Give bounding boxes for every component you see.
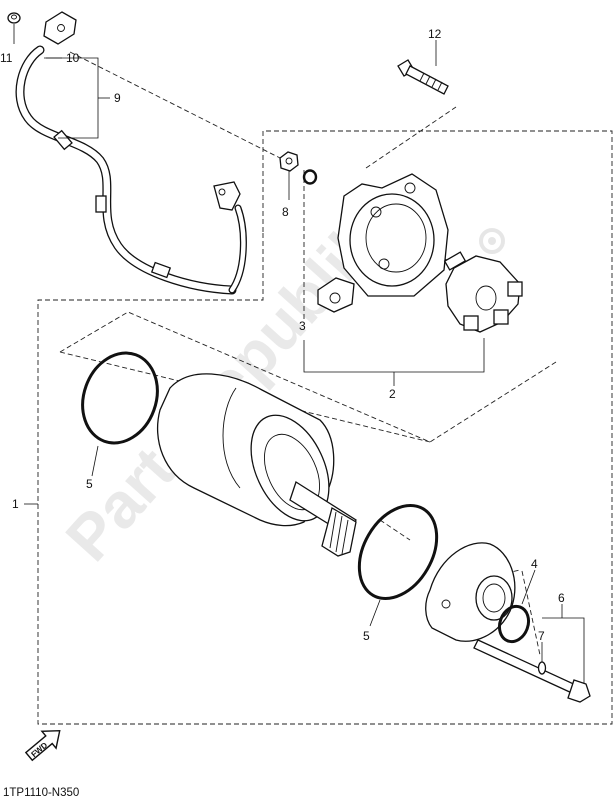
bolt-12 xyxy=(397,59,449,95)
leader-lines xyxy=(13,24,585,684)
callout-10: 10 xyxy=(66,51,80,65)
callout-8: 8 xyxy=(282,205,289,219)
long-bolt-6 xyxy=(473,639,591,703)
starter-cable xyxy=(15,11,247,295)
callout-5-upper: 5 xyxy=(86,477,93,491)
brush-holder-2 xyxy=(443,251,523,333)
callout-2: 2 xyxy=(389,387,396,401)
callout-5-lower: 5 xyxy=(363,629,370,643)
rear-cover xyxy=(317,173,449,313)
fwd-arrow-icon: FWD xyxy=(24,729,61,762)
callout-12: 12 xyxy=(428,27,442,41)
motor-body xyxy=(156,373,357,557)
assembly-outline xyxy=(37,130,613,725)
brush-holder-outline xyxy=(59,311,557,443)
o-ring-3 xyxy=(302,169,318,185)
o-ring-4 xyxy=(497,604,531,644)
nut-8 xyxy=(279,151,299,172)
callout-6: 6 xyxy=(558,591,565,605)
nut-11 xyxy=(7,12,21,24)
o-ring-5-upper xyxy=(81,351,159,445)
callout-3: 3 xyxy=(299,319,306,333)
o-ring-5-lower xyxy=(357,503,439,601)
callout-9: 9 xyxy=(114,91,121,105)
callout-11: 11 xyxy=(0,51,13,65)
callout-7: 7 xyxy=(538,629,545,643)
watermark-gear-icon xyxy=(479,228,505,254)
front-cover xyxy=(425,542,516,642)
callout-1: 1 xyxy=(12,497,19,511)
figure-code: 1TP1110-N350 xyxy=(3,787,79,799)
callout-4: 4 xyxy=(531,557,538,571)
callouts: 11 10 9 12 8 3 2 1 5 5 4 6 7 xyxy=(0,27,565,643)
